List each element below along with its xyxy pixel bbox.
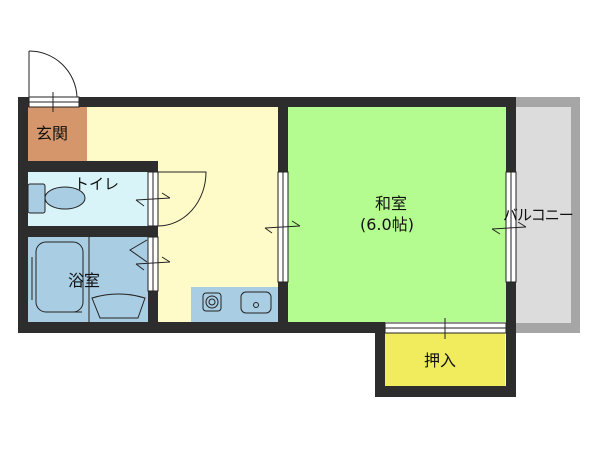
wall-toilet-bottom: [28, 226, 158, 237]
wall-genkan-bottom: [28, 161, 158, 172]
bath-door-icon: [129, 236, 171, 292]
bath-label: 浴室: [68, 271, 101, 290]
oshiire-label: 押入: [424, 351, 457, 370]
bath: [28, 237, 148, 322]
toilet-fixture-icon: [27, 183, 86, 214]
wall-washitsu-left-bottom: [278, 282, 288, 333]
wall-right-upper: [506, 97, 516, 172]
toilet-door-icon: [135, 171, 207, 227]
wall-washitsu-left-top: [278, 97, 288, 172]
genkan-label: 玄関: [36, 124, 69, 143]
oshiire: [385, 333, 505, 386]
wall-top: [79, 97, 516, 107]
bath-sink-icon: [91, 293, 146, 319]
wall-bath-right: [148, 291, 158, 333]
balcony-label: バルコニー: [503, 206, 574, 224]
washitsu: [288, 107, 506, 322]
wall-oshiire-left: [375, 322, 385, 397]
balcony: [516, 107, 571, 323]
wall-oshiire-bottom: [375, 386, 516, 397]
oshiire-door-icon: [384, 318, 507, 339]
washitsu-sliding-door-icon: [264, 171, 301, 283]
balcony-window-icon: [491, 171, 527, 283]
washitsu-size: (6.0帖): [360, 215, 414, 234]
toilet-label: トイレ: [74, 175, 120, 193]
stove-icon: [202, 292, 222, 312]
genkan: [28, 107, 87, 161]
wall-left: [18, 97, 28, 333]
wall-right-lower: [506, 282, 516, 397]
entrance-door-icon: [28, 50, 80, 112]
bathtub-icon: [31, 237, 90, 322]
washitsu-label: 和室: [375, 194, 408, 213]
kitchen-sink-icon: [240, 291, 272, 314]
wall-bottom: [18, 322, 385, 333]
